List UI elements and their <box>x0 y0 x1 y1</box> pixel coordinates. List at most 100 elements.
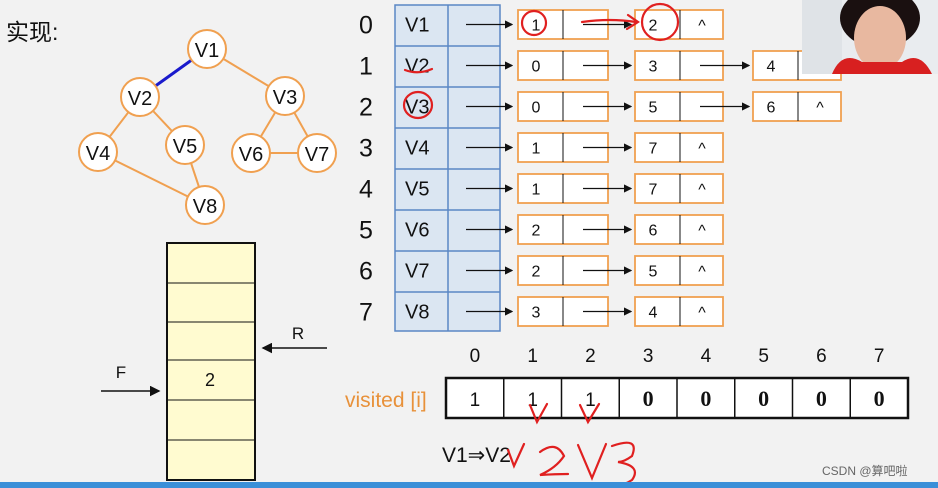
webcam-overlay <box>802 0 938 74</box>
edge-node: 4^ <box>634 296 724 327</box>
adjvex-value: 6 <box>649 223 658 240</box>
edge-node: 7^ <box>634 173 724 204</box>
vertex-label: V1 <box>405 15 429 37</box>
graph-node-v7: V7 <box>297 133 337 173</box>
visited-value: 0 <box>874 386 885 411</box>
edge-node: 2 <box>517 214 633 245</box>
edge-node: 3 <box>634 50 751 81</box>
queue-rear-label: R <box>292 324 304 343</box>
edge-node: 0 <box>517 50 633 81</box>
graph-node-v6: V6 <box>231 133 271 173</box>
visited-value: 1 <box>527 390 538 411</box>
adjvex-value: 1 <box>532 182 541 199</box>
visited-value: 0 <box>758 386 769 411</box>
edge-node: 6^ <box>634 214 724 245</box>
adjvex-value: 1 <box>532 18 541 35</box>
visited-index: 4 <box>701 346 712 367</box>
row-index: 4 <box>359 176 373 204</box>
edge-node: 6^ <box>752 91 842 122</box>
visited-index: 3 <box>643 346 654 367</box>
visited-index: 6 <box>816 346 827 367</box>
graph-node-v4: V4 <box>78 132 118 172</box>
visited-index: 5 <box>758 346 769 367</box>
visited-index: 0 <box>470 346 481 367</box>
row-index: 5 <box>359 217 373 245</box>
adjvex-value: 1 <box>532 141 541 158</box>
edge-node: 1 <box>517 173 633 204</box>
null-pointer: ^ <box>698 305 706 322</box>
queue-item: 2 <box>205 370 215 390</box>
vertex-label: V4 <box>405 138 429 160</box>
bottom-progress-bar <box>0 482 938 488</box>
row-index: 3 <box>359 135 373 163</box>
edge-node: 1 <box>517 132 633 163</box>
svg-text:V7: V7 <box>305 144 329 166</box>
graph-node-v5: V5 <box>165 125 205 165</box>
adjvex-value: 5 <box>649 100 658 117</box>
edge-node: 2 <box>517 255 633 286</box>
traversal-sequence: V1⇒V2 <box>442 444 511 467</box>
null-pointer: ^ <box>698 223 706 240</box>
adjvex-value: 6 <box>767 100 776 117</box>
edge-node: 3 <box>517 296 633 327</box>
visited-index: 7 <box>874 346 885 367</box>
adjvex-value: 7 <box>649 141 658 158</box>
slide-title: 实现: <box>6 19 58 45</box>
null-pointer: ^ <box>698 264 706 281</box>
vertex-label: V3 <box>405 97 429 119</box>
vertex-label: V8 <box>405 302 429 324</box>
edge-node: 0 <box>517 91 633 122</box>
adjvex-value: 0 <box>532 59 541 76</box>
null-pointer: ^ <box>698 182 706 199</box>
adjvex-value: 2 <box>532 264 541 281</box>
visited-value: 0 <box>700 386 711 411</box>
svg-text:V6: V6 <box>239 144 263 166</box>
edge-node: 7^ <box>634 132 724 163</box>
row-index: 7 <box>359 299 373 327</box>
svg-text:V1: V1 <box>195 40 219 62</box>
null-pointer: ^ <box>698 141 706 158</box>
graph-node-v3: V3 <box>265 76 305 116</box>
vertex-label: V5 <box>405 179 429 201</box>
adjvex-value: 3 <box>649 59 658 76</box>
svg-text:V4: V4 <box>86 143 110 165</box>
adjvex-value: 2 <box>532 223 541 240</box>
svg-text:V8: V8 <box>193 196 217 218</box>
graph-node-v1: V1 <box>187 29 227 69</box>
graph-diagram: V1 V2 V3 V4 V5 V6 V7 V8 <box>78 29 337 225</box>
row-index: 2 <box>359 94 373 122</box>
vertex-label: V7 <box>405 261 429 283</box>
adjvex-value: 2 <box>649 18 658 35</box>
visited-value: 0 <box>816 386 827 411</box>
svg-text:V2: V2 <box>128 88 152 110</box>
visited-value: 1 <box>585 390 596 411</box>
queue-front-label: F <box>116 363 126 382</box>
graph-node-v8: V8 <box>185 185 225 225</box>
adjvex-value: 4 <box>649 305 658 322</box>
red-annotations <box>402 2 680 487</box>
visited-index: 2 <box>585 346 596 367</box>
visited-value: 0 <box>643 386 654 411</box>
adjvex-value: 3 <box>532 305 541 322</box>
edge-node: 5^ <box>634 255 724 286</box>
row-index: 0 <box>359 12 373 40</box>
null-pointer: ^ <box>698 18 706 35</box>
svg-text:V5: V5 <box>173 136 197 158</box>
row-index: 6 <box>359 258 373 286</box>
adjvex-value: 5 <box>649 264 658 281</box>
svg-text:V3: V3 <box>273 87 297 109</box>
watermark: CSDN @算吧啦 <box>822 463 908 478</box>
vertex-label: V2 <box>405 56 429 78</box>
adjvex-value: 4 <box>767 59 776 76</box>
null-pointer: ^ <box>816 100 824 117</box>
adjvex-value: 7 <box>649 182 658 199</box>
vertex-label: V6 <box>405 220 429 242</box>
visited-label: visited [i] <box>345 389 427 412</box>
visited-index: 1 <box>527 346 538 367</box>
row-index: 1 <box>359 53 373 81</box>
edge-node: 5 <box>634 91 751 122</box>
graph-node-v2: V2 <box>120 77 160 117</box>
